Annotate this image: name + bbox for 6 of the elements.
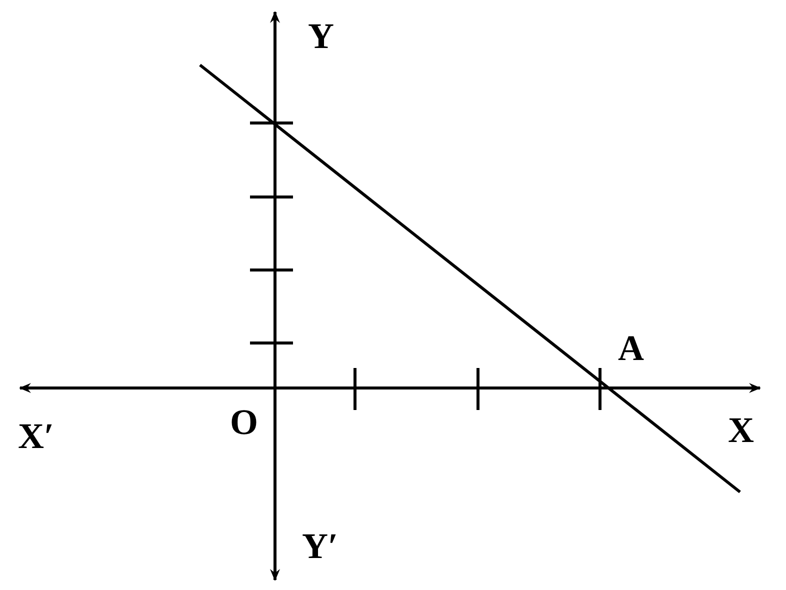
origin-label: O <box>230 404 258 440</box>
axis-label: Y′ <box>302 528 338 564</box>
point-label: A <box>618 330 644 366</box>
axis-label: Y <box>308 18 334 54</box>
axis-label: X <box>728 412 754 448</box>
axis-label: X′ <box>18 418 54 454</box>
